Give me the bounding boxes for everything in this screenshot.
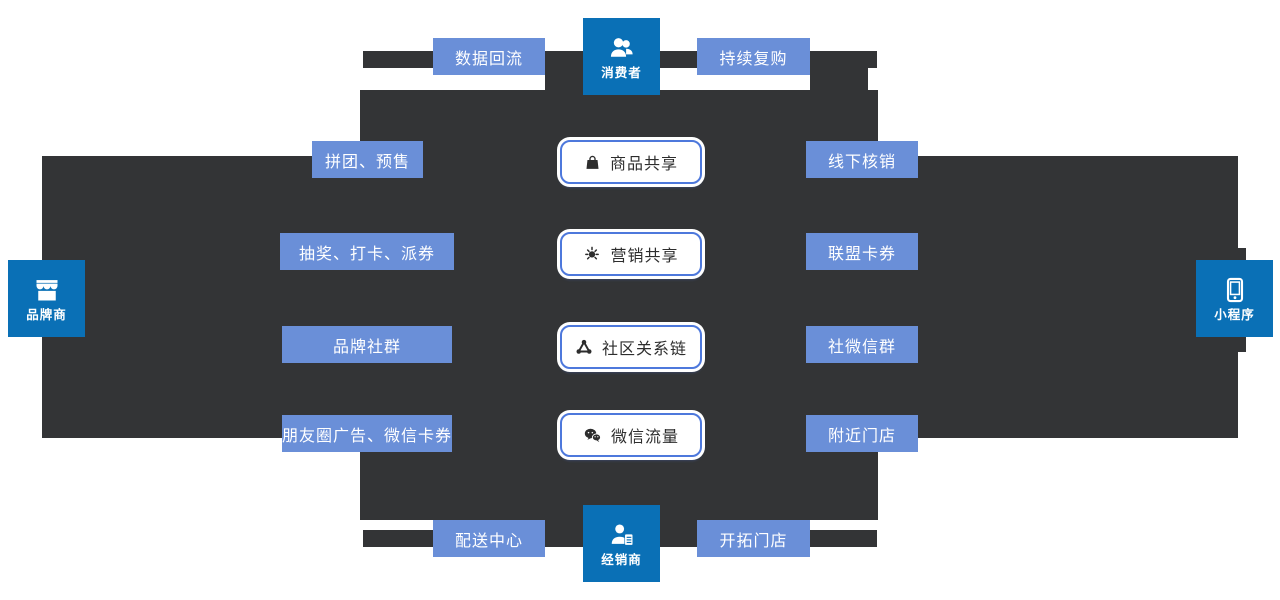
- node-distributor: 经销商: [583, 505, 660, 582]
- promotion-icon: [585, 246, 600, 260]
- right-label-wechat-groups: 社微信群: [806, 326, 918, 363]
- node-brand-label: 品牌商: [26, 307, 67, 322]
- node-consumer: 消费者: [583, 18, 660, 95]
- flow-label-data-backflow: 数据回流: [433, 38, 545, 75]
- center-box-label: 微信流量: [610, 429, 679, 446]
- center-box-product-sharing: 商品共享: [560, 140, 702, 184]
- right-label-offline-redemption: 线下核销: [806, 141, 918, 178]
- left-label-brand-community: 品牌社群: [282, 326, 452, 363]
- node-miniprogram: 小程序: [1196, 260, 1273, 337]
- flow-label-repurchase: 持续复购: [697, 38, 810, 75]
- node-brand: 品牌商: [8, 260, 85, 337]
- node-miniprogram-label: 小程序: [1214, 307, 1255, 322]
- distributor-icon: [611, 524, 632, 545]
- node-consumer-label: 消费者: [601, 65, 642, 80]
- wechat-icon: [584, 428, 602, 442]
- left-label-group-presale: 拼团、预售: [312, 141, 423, 178]
- flow-label-expand-stores: 开拓门店: [697, 520, 810, 557]
- center-box-community-chain: 社区关系链: [560, 325, 702, 369]
- flow-label-delivery-center: 配送中心: [433, 520, 545, 557]
- left-label-moments-ads-cards: 朋友圈广告、微信卡券: [282, 415, 452, 452]
- left-label-lottery-checkin-coupon: 抽奖、打卡、派券: [280, 233, 454, 270]
- center-box-label: 商品共享: [609, 156, 678, 173]
- right-label-alliance-coupons: 联盟卡券: [806, 233, 918, 270]
- community-network-icon: [576, 339, 592, 354]
- smartphone-icon: [1226, 277, 1243, 302]
- center-box-marketing-sharing: 营销共享: [560, 232, 702, 276]
- center-box-label: 社区关系链: [601, 341, 687, 358]
- shopping-bag-icon: [586, 155, 599, 169]
- right-label-nearby-stores: 附近门店: [806, 415, 918, 452]
- storefront-icon: [36, 279, 57, 301]
- center-box-wechat-traffic: 微信流量: [560, 413, 702, 457]
- node-distributor-label: 经销商: [601, 552, 642, 567]
- center-box-label: 营销共享: [610, 248, 679, 265]
- consumers-icon: [610, 37, 633, 57]
